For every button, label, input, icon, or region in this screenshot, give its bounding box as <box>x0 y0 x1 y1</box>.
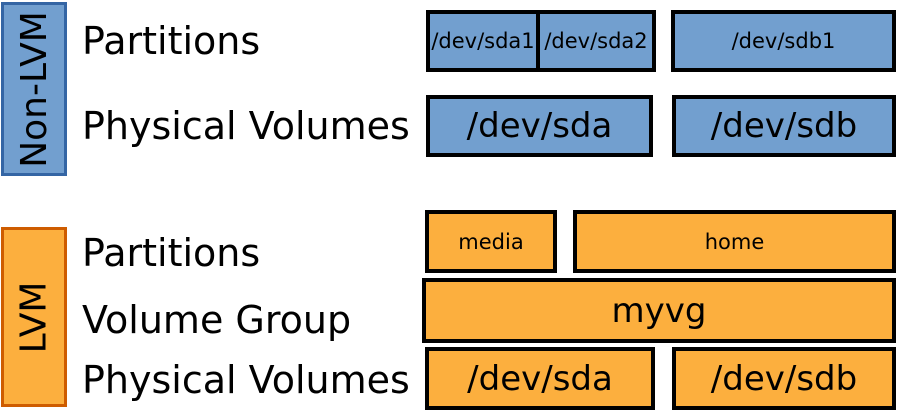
volume-group-box-myvg: myvg <box>422 278 896 343</box>
lvm-partition-box-media: media <box>425 210 557 273</box>
non-lvm-section-label: Non-LVM <box>13 10 55 168</box>
physical-volume-box-dev-sdb-nonlvm: /dev/sdb <box>672 95 896 157</box>
partition-box-dev-sdb1: /dev/sdb1 <box>671 10 896 72</box>
non-lvm-section-box: Non-LVM <box>1 2 67 176</box>
partition-box-dev-sda1: /dev/sda1 <box>426 10 540 72</box>
physical-volume-box-dev-sda-lvm: /dev/sda <box>425 347 655 410</box>
physical-volume-box-dev-sda-nonlvm: /dev/sda <box>426 95 653 157</box>
lvm-section-box: LVM <box>1 227 67 407</box>
lvm-partition-box-home: home <box>573 210 896 273</box>
non-lvm-partitions-row-label: Partitions <box>82 19 261 63</box>
lvm-partitions-row-label: Partitions <box>82 231 261 275</box>
lvm-section-label: LVM <box>13 281 55 353</box>
lvm-volume-group-row-label: Volume Group <box>82 298 352 342</box>
lvm-physical-volumes-row-label: Physical Volumes <box>82 358 410 402</box>
physical-volume-box-dev-sdb-lvm: /dev/sdb <box>672 347 896 410</box>
non-lvm-physical-volumes-row-label: Physical Volumes <box>82 104 410 148</box>
partition-box-dev-sda2: /dev/sda2 <box>536 10 656 72</box>
